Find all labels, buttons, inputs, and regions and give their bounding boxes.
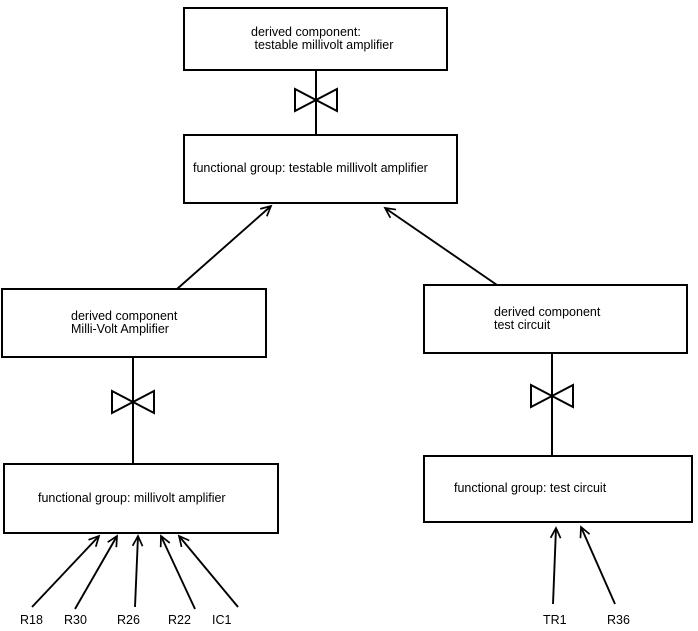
leaf-component-r18: R18 <box>20 613 43 627</box>
node-derived-component-test-circuit: derived component test circuit <box>423 284 688 354</box>
node-label: derived component <box>494 304 601 319</box>
node-label: Milli-Volt Amplifier <box>71 322 169 336</box>
leaf-component-tr1: TR1 <box>543 613 567 627</box>
edge-r30-arrow <box>74 534 118 610</box>
edge-derived-mva-to-fg-testable-arrow <box>176 204 273 290</box>
leaf-component-ic1: IC1 <box>212 613 232 627</box>
leaf-component-r36: R36 <box>607 613 630 627</box>
leaf-component-r22: R22 <box>168 613 191 627</box>
node-label: derived component <box>71 308 178 323</box>
node-label: derived component: <box>251 24 361 39</box>
decomposition-bowtie-icon <box>294 87 338 113</box>
edge-r36-arrow <box>579 525 616 605</box>
leaf-component-r30: R30 <box>64 613 87 627</box>
edge-ic1-arrow <box>177 534 239 608</box>
edge-r22-arrow <box>159 534 196 610</box>
node-label: functional group: test circuit <box>454 481 607 496</box>
node-functional-group-testable-millivolt-amplifier: functional group: testable millivolt amp… <box>183 134 458 204</box>
node-label: test circuit <box>494 318 551 332</box>
node-functional-group-test-circuit: functional group: test circuit <box>423 455 693 523</box>
node-derived-component-testable-millivolt-amplifier: derived component: testable millivolt am… <box>183 7 448 71</box>
aggregation-arrows <box>31 204 616 610</box>
edge-tr1-arrow <box>549 526 562 605</box>
node-derived-component-milli-volt-amplifier: derived component Milli-Volt Amplifier <box>1 288 267 358</box>
decomposition-bowtie-icon <box>530 383 574 409</box>
edge-r18-arrow <box>31 534 101 608</box>
bowtie-icons <box>111 87 574 415</box>
node-functional-group-millivolt-amplifier: functional group: millivolt amplifier <box>3 463 279 534</box>
edge-r26-arrow <box>131 534 144 608</box>
edge-derived-tc-to-fg-testable-arrow <box>383 206 498 286</box>
node-label: testable millivolt amplifier <box>251 38 394 52</box>
node-label: functional group: testable millivolt amp… <box>193 161 428 176</box>
decomposition-connectors <box>132 70 553 463</box>
leaf-component-r26: R26 <box>117 613 140 627</box>
decomposition-bowtie-icon <box>111 389 155 415</box>
node-label: functional group: millivolt amplifier <box>38 490 226 505</box>
